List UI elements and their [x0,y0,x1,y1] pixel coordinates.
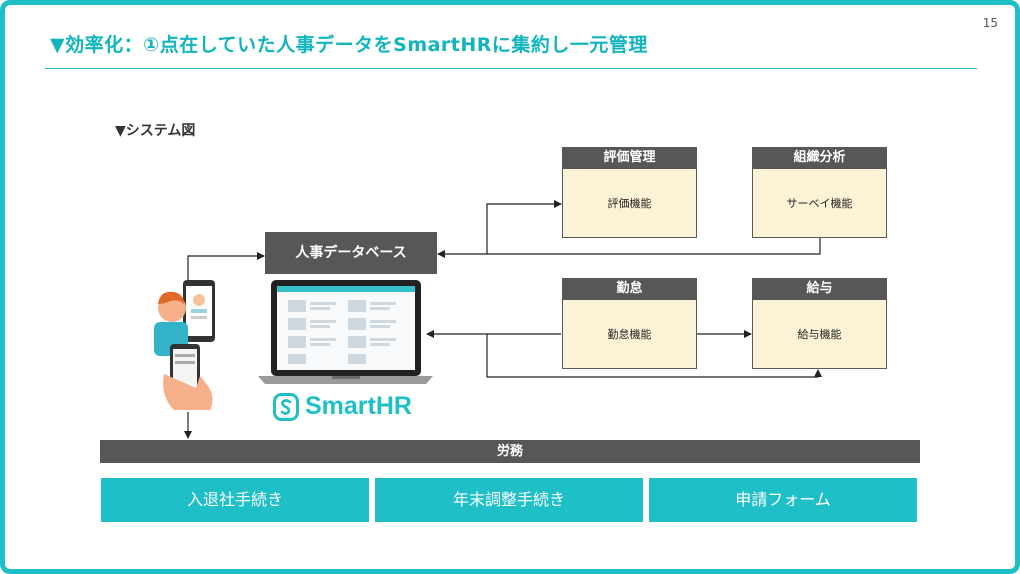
person-illustration [154,280,215,410]
module-org-analysis: 組織分析 サーベイ機能 [752,147,887,239]
smarthr-logo: SmartHR [273,392,412,421]
module-attendance: 勤怠 勤怠機能 [562,278,697,370]
module-payroll: 給与 給与機能 [752,278,887,370]
module-org-analysis-body: サーベイ機能 [752,169,887,238]
laptop-illustration [258,280,433,384]
title-divider [45,68,977,69]
module-evaluation-body: 評価機能 [562,169,697,238]
application-form-button[interactable]: 申請フォーム [649,478,917,522]
labor-bar: 労務 [100,440,920,463]
smarthr-logo-text: SmartHR [305,392,412,420]
slide-title: ▼効率化：①点在していた人事データをSmartHRに集約し一元管理 [50,34,648,56]
module-attendance-body: 勤怠機能 [562,300,697,369]
module-payroll-body: 給与機能 [752,300,887,369]
module-evaluation-head: 評価管理 [562,147,697,169]
hr-database-label: 人事データベース [265,232,437,274]
year-end-adjustment-button[interactable]: 年末調整手続き [375,478,643,522]
smarthr-logo-icon [273,392,299,421]
module-evaluation: 評価管理 評価機能 [562,147,697,239]
module-attendance-head: 勤怠 [562,278,697,300]
module-payroll-head: 給与 [752,278,887,300]
diagram-subtitle: ▼システム図 [115,123,196,139]
module-org-analysis-head: 組織分析 [752,147,887,169]
page-number: 15 [982,16,998,30]
joining-leaving-procedures-button[interactable]: 入退社手続き [101,478,369,522]
